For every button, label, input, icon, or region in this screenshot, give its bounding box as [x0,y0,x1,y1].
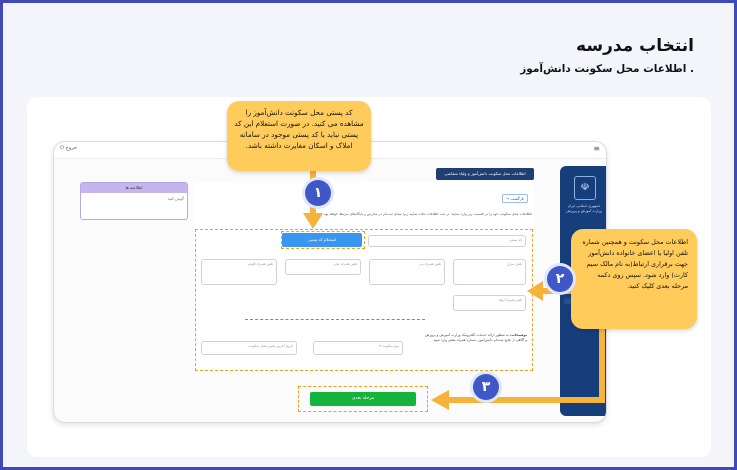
father-phone-label: تلفن همراه پدر [419,262,441,266]
arrow-3-head [431,390,449,410]
highlight-next-button [298,386,428,412]
step-badge-2: ۲ [547,266,573,292]
sidebar-org-text: جمهوری اسلامی ایران وزارت آموزش و پرورش [566,204,602,213]
next-step-button[interactable]: مرحله بعدی [310,392,416,406]
page-heading: انتخاب مدرسه . اطلاعات محل سکونت دانش‌آم… [520,35,694,75]
arrow-1-head [303,213,323,229]
residence-type-label: نوع سکونت [381,344,399,348]
page-subtitle: . اطلاعات محل سکونت دانش‌آموز [520,63,694,75]
guide-title: توضیحات: [509,333,527,337]
callout-postal-code: کد پستی محل سکونت دانش‌آموز را مشاهده می… [227,101,371,171]
father-phone-field[interactable]: تلفن همراه پدر [369,259,445,285]
hamburger-icon[interactable]: ≡ [593,144,600,153]
postal-code-field[interactable]: کد پستی [368,235,526,247]
back-label: بازگشت [510,196,524,201]
highlight-inquiry-button [281,231,365,249]
change-date-field[interactable]: تاریخ آخرین تغییر محل سکونت [201,341,297,355]
arrow-2-head [527,281,543,301]
logout-link[interactable]: ⏻ خروج [60,145,78,151]
arrow-3-shaft [447,329,605,403]
home-phone-label: تلفن منزل [506,262,522,266]
guide-body: به منظور ارائه خدمات الکترونیک وزارت آمو… [425,333,527,342]
postal-inquiry-button[interactable]: استعلام کد پستی [282,233,362,247]
mother-phone-field[interactable]: تلفن همراه مادر [285,259,361,275]
section-separator [245,319,425,320]
notice-box: اطلاعیه ها گوش کنید [80,182,188,220]
residence-type-select[interactable]: نوع سکونت ▾ [313,341,403,355]
form-intro-text: اطلاعات محل سکونت خود را در قسمت زیر وار… [322,212,532,216]
page-title: انتخاب مدرسه [576,36,694,56]
emblem-icon: ☫ [574,176,596,200]
relative-phone-label: تلفن همراه اقوام [248,262,273,266]
callout-phone-info: اطلاعات محل سکونت و همچنین شماره تلفن او… [571,229,697,329]
mother-phone-label: تلفن همراه مادر [333,262,357,266]
change-date-label: تاریخ آخرین تغییر محل سکونت [248,344,293,348]
guardian-phone-field[interactable]: تلفن همراه اولیا [453,295,526,311]
home-phone-field[interactable]: تلفن منزل [453,259,526,285]
tab-residence-info[interactable]: اطلاعات محل سکونت دانش‌آموز و ولیاء متقا… [436,168,534,180]
notice-title: اطلاعیه ها [81,183,187,193]
highlight-form-region [195,229,533,371]
notice-body[interactable]: گوش کنید [167,196,184,201]
chevron-down-icon: ▾ [379,344,381,348]
logout-label: خروج [65,145,78,151]
step-badge-1: ۱ [305,180,331,206]
step-badge-3: ۳ [473,374,499,400]
postal-code-label: کد پستی [509,238,522,242]
guardian-phone-label: تلفن همراه اولیا [498,298,522,302]
relative-phone-field[interactable]: تلفن همراه اقوام [201,259,277,285]
back-button[interactable]: → بازگشت [501,194,528,203]
guide-text: توضیحات: به منظور ارائه خدمات الکترونیک … [423,333,527,343]
